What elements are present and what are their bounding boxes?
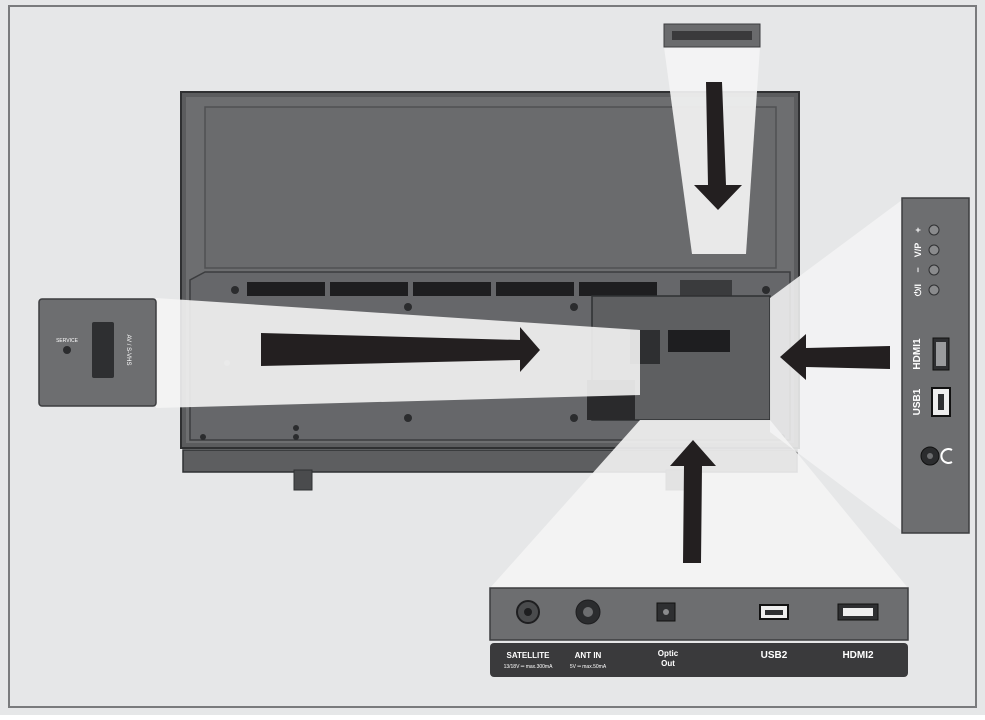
port-label: Optic xyxy=(658,649,679,658)
port-label: Out xyxy=(661,659,675,668)
bottom-port-group: SATELLITE 13/18V ═ max.300mA ANT IN 5V ═ ma… xyxy=(504,599,879,670)
port-sublabel: 5V ═ max.50mA xyxy=(570,664,607,670)
usb1-label: USB1 xyxy=(912,388,923,415)
usb1-port-inner xyxy=(938,394,944,410)
vent-row xyxy=(247,280,732,296)
hdmi1-port-inner xyxy=(936,342,946,366)
rear-heatsink xyxy=(668,330,730,352)
ci-slot-callout xyxy=(663,23,761,254)
side-button-label: − xyxy=(913,267,923,272)
ci-arrow xyxy=(694,82,742,210)
port-label: SATELLITE xyxy=(507,651,551,660)
scart-label: AV / S-VHS xyxy=(125,335,131,366)
side-button xyxy=(928,264,940,276)
port-label: ANT IN xyxy=(575,651,602,660)
tv-upper-recess xyxy=(204,106,777,269)
port-label: USB2 xyxy=(761,650,788,661)
headphone-jack-hole xyxy=(927,453,933,459)
satellite-connector-core xyxy=(524,608,532,616)
headphone-icon xyxy=(940,448,953,464)
hdmi1-label: HDMI1 xyxy=(912,338,923,370)
port-sublabel: 13/18V ═ max.300mA xyxy=(504,664,554,670)
stand-foot xyxy=(293,469,313,491)
scart-connector xyxy=(92,322,114,378)
side-button-label: + xyxy=(913,227,923,232)
bottom-arrow xyxy=(670,440,716,563)
usb2-connector-core xyxy=(765,610,783,615)
bottom-panel-callout: SATELLITE 13/18V ═ max.300mA ANT IN 5V ═ ma… xyxy=(489,420,909,677)
antenna-connector-core xyxy=(583,607,593,617)
bottom-label-strip xyxy=(490,643,908,677)
side-button-label: V/P xyxy=(913,243,923,258)
side-button xyxy=(928,244,940,256)
side-button-group: + V/P − ⏻/I xyxy=(913,224,940,296)
hdmi2-connector-core xyxy=(843,608,873,616)
port-label: HDMI2 xyxy=(842,650,874,661)
optical-out-core xyxy=(663,609,669,615)
right-panel-callout: + V/P − ⏻/I HDMI1 USB1 xyxy=(770,197,970,534)
service-port-icon xyxy=(63,346,71,354)
left-panel-callout: SERVICE AV / S-VHS xyxy=(38,298,640,408)
outer-frame xyxy=(8,5,977,708)
left-arrow xyxy=(261,327,540,372)
ci-slot-opening xyxy=(672,31,752,40)
right-arrow xyxy=(780,334,890,380)
service-label: SERVICE xyxy=(56,338,79,344)
side-button-label: ⏻/I xyxy=(913,284,923,296)
side-button xyxy=(928,224,940,236)
side-button xyxy=(928,284,940,296)
